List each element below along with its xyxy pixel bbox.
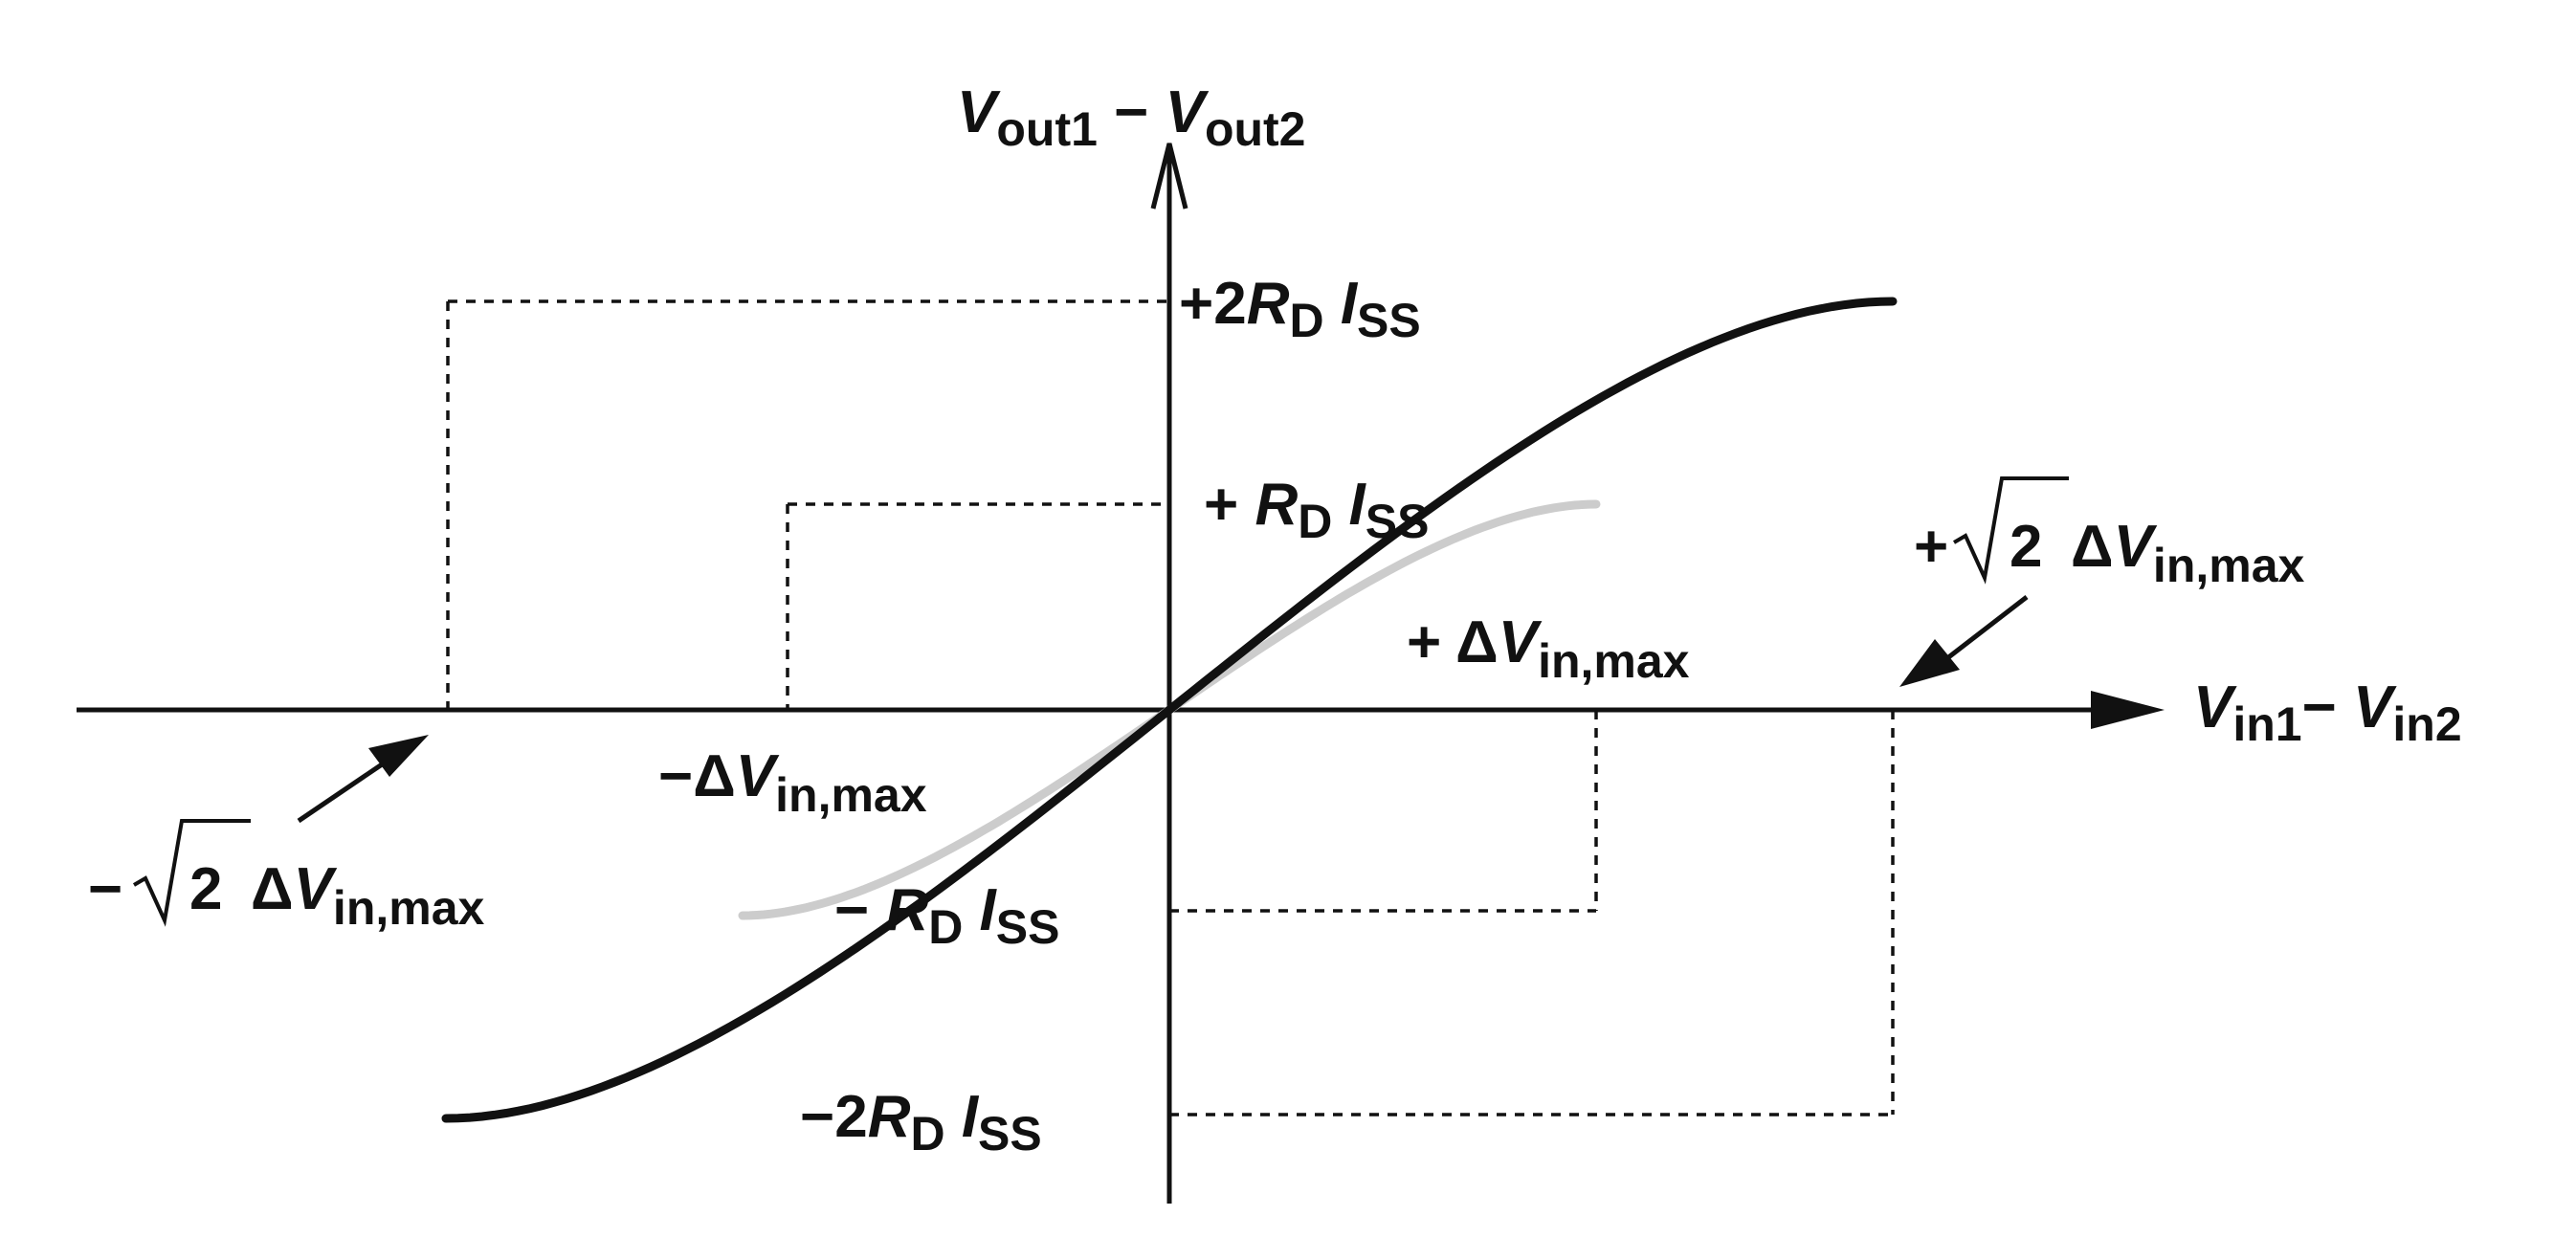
y-axis-v1: V <box>957 79 1001 145</box>
x-tick-neg-sqrt2: − 2 ΔVin,max <box>88 819 485 935</box>
x-axis-arrowhead <box>2091 691 2165 729</box>
x-tick-neg-dv: −ΔVin,max <box>658 743 927 822</box>
y-axis-arrowhead <box>1150 143 1188 210</box>
svg-text:2: 2 <box>2010 514 2042 580</box>
x-axis-sub1: in1 <box>2232 697 2301 751</box>
y-tick-minus-1: − RD ISS <box>834 877 1059 954</box>
pointer-arrow-neg-sqrt2 <box>297 735 429 824</box>
y-tick-minus-2: −2RD ISS <box>800 1084 1042 1161</box>
y-axis-sub1: out1 <box>996 102 1098 156</box>
svg-text:+: + <box>1914 514 1948 580</box>
pointer-arrow-pos-sqrt2 <box>1899 595 2029 687</box>
x-tick-pos-dv: + ΔVin,max <box>1407 609 1690 688</box>
y-axis-label: Vout1 − Vout2 <box>957 79 1305 156</box>
svg-text:ΔVin,max: ΔVin,max <box>2071 514 2305 592</box>
sqrt-radical-sign <box>132 819 251 927</box>
x-axis-sub2: in2 <box>2392 697 2461 751</box>
y-axis-v2: V <box>1166 79 1210 145</box>
guide-lines <box>446 299 1895 1116</box>
y-tick-plus-2: +2RD ISS <box>1179 271 1421 347</box>
x-axis-minus: − <box>2302 674 2353 741</box>
sqrt-radical-sign <box>1952 476 2069 585</box>
svg-text:−: − <box>88 856 122 922</box>
y-axis-minus: − <box>1098 79 1166 145</box>
y-tick-plus-1: + RD ISS <box>1204 472 1429 548</box>
x-axis-v2: V <box>2353 674 2397 741</box>
svg-text:ΔVin,max: ΔVin,max <box>251 856 485 935</box>
x-tick-pos-sqrt2: + 2 ΔVin,max <box>1914 476 2305 592</box>
transfer-curve-dark <box>441 297 1898 1123</box>
x-axis-label: Vin1− Vin2 <box>2193 674 2462 751</box>
y-axis-sub2: out2 <box>1205 102 1306 156</box>
x-axis-v1: V <box>2193 674 2237 741</box>
svg-text:2: 2 <box>189 856 222 922</box>
